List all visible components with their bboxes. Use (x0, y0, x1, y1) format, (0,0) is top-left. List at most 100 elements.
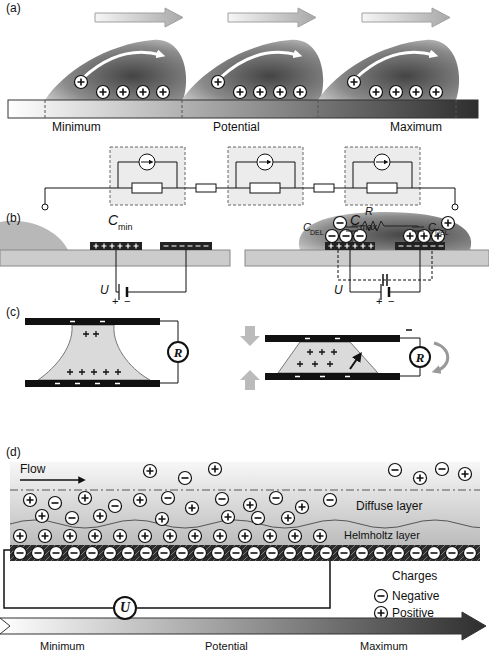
svg-path (434, 343, 448, 371)
svg-use (296, 501, 309, 514)
surface-charges (14, 547, 477, 560)
svg-path (67, 369, 121, 375)
svg-circle (257, 154, 273, 170)
svg-use (64, 530, 77, 543)
svg-use (32, 547, 45, 560)
svg-use (254, 86, 267, 99)
polarity-sign: + (112, 296, 118, 307)
svg-rect (265, 373, 400, 380)
svg-use (294, 86, 307, 99)
svg-use (464, 547, 477, 560)
svg-use (389, 464, 402, 477)
droplet (318, 40, 459, 100)
svg-use (410, 547, 423, 560)
symbol-circle: U (113, 596, 137, 620)
svg-path (350, 356, 359, 369)
svg-rect (25, 318, 160, 325)
circuit-cell (228, 147, 303, 205)
diffuse-charges (24, 463, 472, 526)
svg-use (186, 502, 199, 515)
potential-label: Maximum (360, 641, 408, 652)
svg-use (252, 512, 265, 525)
compressed-bridge (240, 326, 448, 390)
svg-use (234, 86, 247, 99)
subscript: DEL (435, 229, 449, 236)
svg-use (436, 463, 449, 476)
svg-use (212, 76, 225, 89)
svg-use (314, 530, 327, 543)
potential-label: Minimum (52, 121, 101, 133)
svg-use (320, 547, 333, 560)
svg-circle (374, 154, 390, 170)
svg-use (390, 86, 403, 99)
svg-use (50, 547, 63, 560)
svg-use (244, 499, 257, 512)
svg-path (182, 40, 323, 100)
svg-use (348, 76, 361, 89)
svg-rect (132, 183, 162, 193)
segment-divider (45, 100, 456, 118)
svg-use (266, 547, 279, 560)
svg-path (220, 52, 298, 78)
subscript: DEL (310, 229, 324, 236)
svg-rect (265, 335, 400, 342)
circuit-cell (345, 147, 420, 205)
svg-use (216, 493, 229, 506)
svg-path (376, 162, 386, 163)
svg-rect (25, 380, 160, 387)
svg-use (284, 547, 297, 560)
svg-use (104, 547, 117, 560)
panel-label: (b) (6, 212, 21, 224)
polarity-sign: + (376, 296, 382, 307)
layer-label: Diffuse layer (356, 500, 422, 512)
potential-label: Potential (213, 121, 260, 133)
legend-symbols (375, 590, 388, 620)
svg-path (278, 342, 378, 373)
svg-use (114, 530, 127, 543)
polarity-sign: − (388, 296, 394, 307)
resistance-symbol: R (365, 206, 373, 217)
svg-use (442, 217, 455, 230)
potential-label: Maximum (390, 121, 442, 133)
svg-use (446, 547, 459, 560)
svg-use (264, 530, 277, 543)
circuit-cell (110, 147, 185, 205)
svg-path (228, 8, 316, 27)
svg-use (134, 494, 147, 507)
symbol-letter: R (416, 351, 425, 364)
helmholtz-charges (14, 530, 327, 543)
svg-use (157, 86, 170, 99)
svg-path (38, 325, 150, 380)
fluid (10, 462, 480, 545)
flow-arrow (20, 479, 82, 481)
svg-use (370, 86, 383, 99)
svg-use (356, 547, 369, 560)
svg-use (194, 547, 207, 560)
svg-use (75, 76, 88, 89)
svg-path (299, 212, 471, 250)
svg-use (14, 547, 27, 560)
svg-use (428, 547, 441, 560)
svg-use (189, 530, 202, 543)
svg-path (116, 250, 186, 292)
svg-use (179, 472, 192, 485)
svg-use (68, 547, 81, 560)
svg-use (122, 547, 135, 560)
svg-use (414, 472, 427, 485)
svg-use (214, 530, 227, 543)
svg-use (49, 497, 62, 510)
shear-plane (10, 490, 480, 491)
svg-path (362, 8, 450, 27)
electrode (10, 545, 480, 561)
svg-use (430, 86, 443, 99)
svg-use (94, 510, 107, 523)
svg-path (45, 188, 455, 204)
flow-label: Flow (20, 463, 45, 475)
svg-use (392, 547, 405, 560)
svg-use (117, 86, 130, 99)
subscript: max (360, 223, 377, 232)
svg-path (70, 321, 105, 323)
svg-use (410, 86, 423, 99)
